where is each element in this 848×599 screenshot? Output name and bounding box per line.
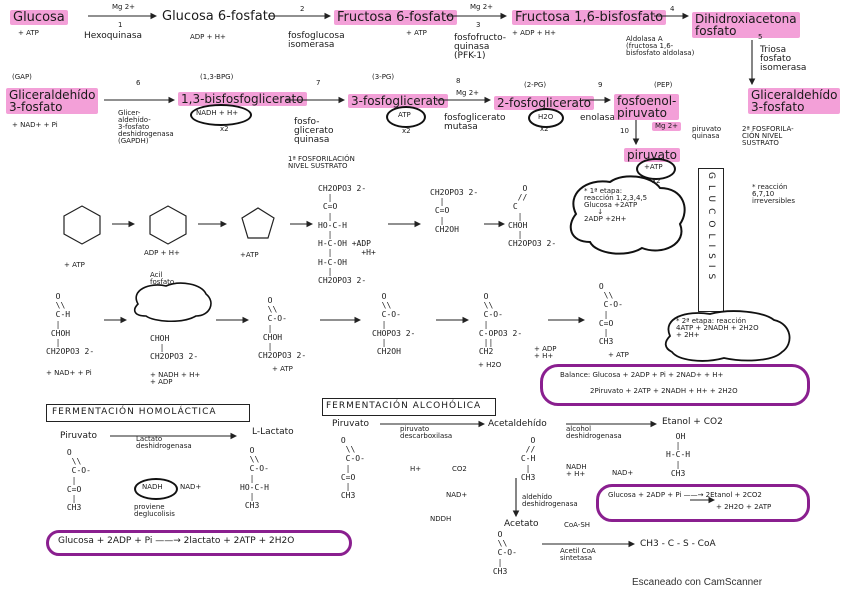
pathway-arrows [0, 0, 848, 599]
